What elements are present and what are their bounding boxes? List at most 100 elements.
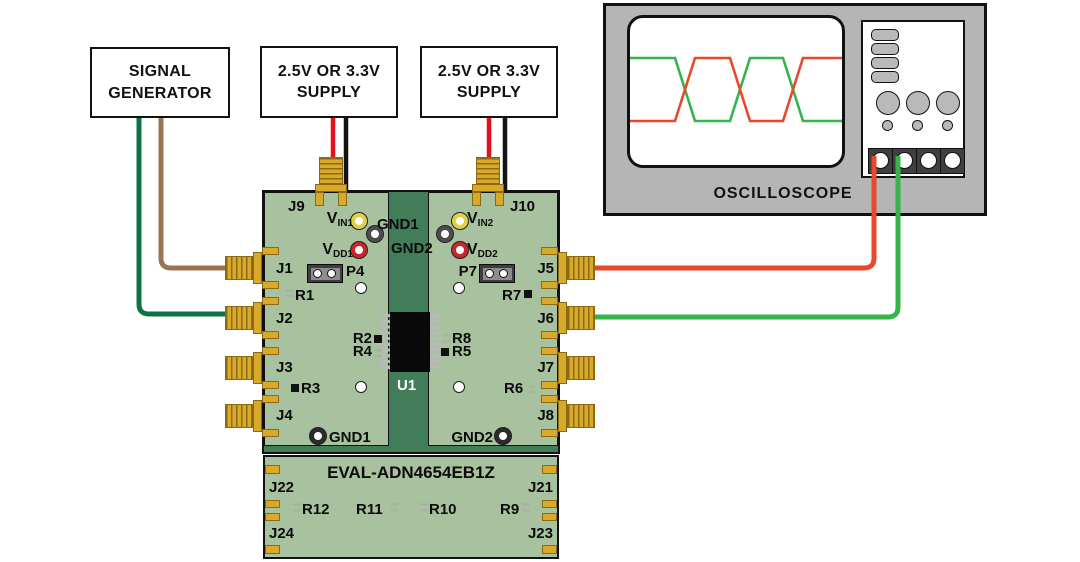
waveform-display xyxy=(630,56,842,123)
edge-pad xyxy=(542,513,557,521)
panel-button-icon xyxy=(871,43,899,55)
ic-u1-label: U1 xyxy=(397,377,417,394)
sma-j8-tab xyxy=(541,395,558,403)
label-j2: J2 xyxy=(276,310,293,327)
testpoint-vdd2 xyxy=(452,242,468,258)
label-vin1: VIN1 xyxy=(326,210,353,229)
label-j3: J3 xyxy=(276,359,293,376)
component-r2 xyxy=(374,335,382,343)
label-gnd1-bottom: GND1 xyxy=(329,429,371,446)
label-r3: R3 xyxy=(301,380,321,397)
sma-j6-base xyxy=(558,302,567,334)
wire-signal-to-j2 xyxy=(136,118,229,317)
sma-j3-tab xyxy=(262,347,279,355)
sma-j3-icon xyxy=(225,356,253,380)
ic-pins-left xyxy=(380,314,390,371)
edge-pad xyxy=(265,500,280,508)
pads-r12 xyxy=(293,503,301,512)
pads-r6 xyxy=(527,385,535,394)
sma-j4-tab xyxy=(262,429,279,437)
sma-j9-leg xyxy=(315,192,324,206)
sma-j9-leg xyxy=(338,192,347,206)
testpoint-gnd1-top xyxy=(367,226,383,242)
wire-signal-to-j1 xyxy=(158,118,229,271)
sma-j6-tab xyxy=(541,297,558,305)
sma-j3-base xyxy=(253,352,262,384)
label-gnd2-top: GND2 xyxy=(391,240,433,257)
label-j5: J5 xyxy=(537,260,554,277)
pads-r4 xyxy=(374,349,382,358)
sma-j7-icon xyxy=(567,356,595,380)
supply-right-label-line1: 2.5V OR 3.3V xyxy=(437,62,541,80)
edge-pad xyxy=(265,545,280,554)
label-r10: R10 xyxy=(429,501,457,518)
label-r8: R8 xyxy=(452,330,472,347)
sma-j10-icon xyxy=(476,157,500,184)
jumper-p4 xyxy=(307,264,343,283)
component-r7 xyxy=(524,290,532,298)
label-j24: J24 xyxy=(269,525,295,542)
oscilloscope-screen xyxy=(627,15,845,168)
sma-j9-icon xyxy=(319,157,343,184)
sma-j8-icon xyxy=(567,404,595,428)
sma-j10-leg xyxy=(472,192,481,206)
pads-r8 xyxy=(442,334,450,343)
pads-r1 xyxy=(286,289,294,298)
knob-icon xyxy=(936,91,960,115)
label-r4: R4 xyxy=(352,343,372,360)
jumper-pin-icon xyxy=(499,269,508,278)
edge-pad xyxy=(542,545,557,554)
label-r5: R5 xyxy=(452,343,472,360)
sma-j1-icon xyxy=(225,256,253,280)
testpoint-vin2 xyxy=(452,213,468,229)
board-bottom-section xyxy=(263,455,559,559)
sma-j4-base xyxy=(253,400,262,432)
sma-j4-tab xyxy=(262,395,279,403)
label-j8: J8 xyxy=(537,407,554,424)
label-r9: R9 xyxy=(500,501,520,518)
ic-u1 xyxy=(390,312,430,372)
edge-pad xyxy=(265,513,280,521)
bnc-hole-icon xyxy=(943,152,961,169)
jumper-pin-icon xyxy=(485,269,494,278)
sma-j5-tab xyxy=(541,247,558,255)
edge-pad xyxy=(542,465,557,474)
label-j1: J1 xyxy=(276,260,293,277)
oscilloscope: OSCILLOSCOPE xyxy=(603,3,987,216)
supply-left-box: 2.5V OR 3.3V SUPPLY xyxy=(260,46,398,118)
label-j4: J4 xyxy=(276,407,293,424)
ic-pins-right xyxy=(430,314,440,371)
testpoint-gnd2-top xyxy=(437,226,453,242)
sma-j6-icon xyxy=(567,306,595,330)
panel-button-icon xyxy=(871,57,899,69)
small-knob-icon xyxy=(942,120,953,131)
testpoint-vdd1 xyxy=(351,242,367,258)
signal-generator-box: SIGNAL GENERATOR xyxy=(90,47,230,118)
sma-j7-tab xyxy=(541,381,558,389)
pads-r9 xyxy=(522,503,530,512)
testpoint-white xyxy=(355,381,367,393)
supply-right-label-line2: SUPPLY xyxy=(456,84,522,101)
edge-pad xyxy=(265,465,280,474)
sma-j10-base xyxy=(472,184,504,192)
pads-r10 xyxy=(420,503,428,512)
sma-j9-base xyxy=(315,184,347,192)
label-j7: J7 xyxy=(537,359,554,376)
testpoint-vin1 xyxy=(351,213,367,229)
testpoint-white xyxy=(453,381,465,393)
label-j21: J21 xyxy=(527,479,553,496)
sma-j2-tab xyxy=(262,331,279,339)
sma-j5-icon xyxy=(567,256,595,280)
sma-j4-icon xyxy=(225,404,253,428)
oscilloscope-label: OSCILLOSCOPE xyxy=(713,185,853,202)
bnc-hole-icon xyxy=(919,152,937,169)
sma-j7-tab xyxy=(541,347,558,355)
label-vdd2: VDD2 xyxy=(467,241,498,260)
label-gnd1-top: GND1 xyxy=(377,216,419,233)
component-r5 xyxy=(441,348,449,356)
bnc-input-4 xyxy=(940,148,965,174)
sma-j5-tab xyxy=(541,281,558,289)
label-r6: R6 xyxy=(504,380,524,397)
label-r11: R11 xyxy=(356,501,383,518)
supply-right-box: 2.5V OR 3.3V SUPPLY xyxy=(420,46,558,118)
